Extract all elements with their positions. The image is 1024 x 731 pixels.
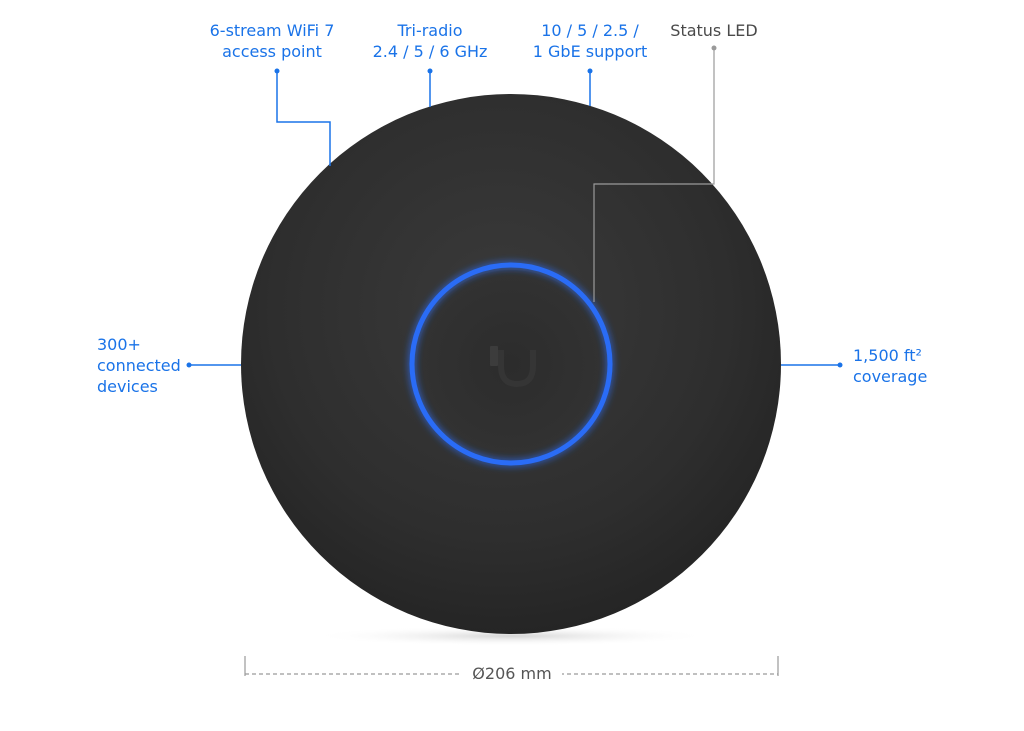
dimension-label: Ø206 mm: [462, 663, 562, 685]
callout-ethernet-line1: 10 / 5 / 2.5 /: [541, 21, 639, 40]
leader-coverage: [781, 362, 843, 368]
callout-devices-line3: devices: [97, 377, 158, 396]
callout-radio: Tri-radio 2.4 / 5 / 6 GHz: [360, 20, 500, 62]
callout-radio-line2: 2.4 / 5 / 6 GHz: [372, 42, 488, 61]
callout-wifi: 6-stream WiFi 7 access point: [196, 20, 348, 62]
callout-wifi-line2: access point: [222, 42, 322, 61]
callout-devices-line1: 300+: [97, 335, 141, 354]
leader-radio: [427, 68, 433, 107]
callout-status-line1: Status LED: [670, 21, 758, 40]
floor-shadow: [311, 626, 711, 646]
callout-coverage: 1,500 ft² coverage: [853, 345, 953, 387]
leader-devices: [186, 362, 241, 368]
callout-radio-line1: Tri-radio: [397, 21, 463, 40]
led-inner-area: [417, 270, 605, 458]
callout-devices-line2: connected: [97, 356, 181, 375]
leader-ethernet: [587, 68, 593, 106]
leader-status: [593, 45, 717, 302]
callout-wifi-line1: 6-stream WiFi 7: [209, 21, 335, 40]
callout-ethernet-line2: 1 GbE support: [532, 42, 648, 61]
callout-status: Status LED: [664, 20, 764, 41]
status-led-ring-icon: [409, 262, 613, 466]
ubiquiti-logo-icon: [490, 346, 536, 388]
leader-wifi: [274, 68, 331, 166]
callout-coverage-line2: coverage: [853, 367, 928, 386]
callout-devices: 300+ connected devices: [97, 334, 187, 397]
callout-ethernet: 10 / 5 / 2.5 / 1 GbE support: [522, 20, 658, 62]
callout-coverage-line1: 1,500 ft²: [853, 346, 922, 365]
